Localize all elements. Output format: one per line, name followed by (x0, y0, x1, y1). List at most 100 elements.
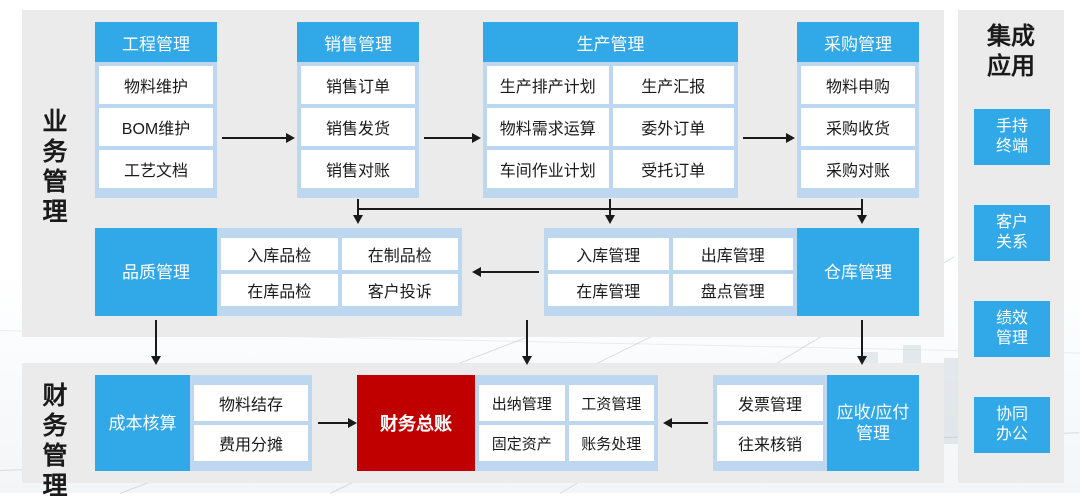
label-char: 理 (42, 198, 68, 226)
business-management-label: 业 务 管 理 (38, 107, 72, 227)
card-title: 品质管理 (95, 228, 217, 316)
card-title: 工程管理 (95, 22, 217, 62)
integration-title-line: 集成 (987, 23, 1035, 50)
arrow-right-icon (286, 133, 295, 143)
arrow-left-icon (663, 418, 672, 428)
label-char: 务 (42, 412, 68, 440)
card-title: 应收/应付 管理 (827, 375, 919, 471)
card-quality-management[interactable]: 品质管理 入库品检 在制品检 在库品检 客户投诉 (95, 228, 462, 316)
card-title: 成本核算 (95, 375, 190, 471)
module-item[interactable]: 车间作业计划 (487, 150, 609, 188)
card-receivable-payable-management[interactable]: 应收/应付 管理 发票管理 往来核销 (713, 375, 919, 471)
module-item[interactable]: 物料申购 (801, 66, 915, 104)
card-title-line: 管理 (855, 424, 890, 443)
integration-item-line: 绩效 (995, 310, 1028, 327)
integration-item-collaborative-office[interactable]: 协同 办公 (974, 397, 1050, 453)
connector-purchase-drop (861, 199, 863, 217)
card-sales-management[interactable]: 销售管理 销售订单 销售发货 销售对账 (297, 22, 419, 198)
integration-item-line: 办公 (995, 426, 1028, 443)
module-item[interactable]: 物料结存 (194, 385, 308, 421)
arrow-down-icon (151, 356, 161, 365)
card-engineering-management[interactable]: 工程管理 物料维护 BOM维护 工艺文档 (95, 22, 217, 198)
connector-sales-drop (357, 199, 359, 217)
module-item[interactable]: 客户投诉 (341, 274, 458, 306)
label-char: 理 (42, 472, 68, 500)
module-item[interactable]: 物料需求运算 (487, 108, 609, 146)
module-item[interactable]: 工资管理 (568, 385, 654, 421)
card-title: 财务总账 (380, 414, 452, 434)
module-item[interactable]: 账务处理 (568, 425, 654, 461)
card-title: 销售管理 (297, 22, 419, 62)
module-item[interactable]: 在制品检 (341, 238, 458, 270)
card-title: 生产管理 (483, 22, 738, 62)
card-general-ledger-items[interactable]: 出纳管理 工资管理 固定资产 账务处理 (475, 375, 658, 471)
label-char: 业 (42, 108, 68, 136)
arrow-right-icon (472, 133, 481, 143)
module-item[interactable]: 采购收货 (801, 108, 915, 146)
integration-item-line: 关系 (995, 234, 1028, 251)
module-item[interactable]: 工艺文档 (99, 150, 213, 188)
card-title: 采购管理 (797, 22, 919, 62)
arrow-down-icon (605, 215, 615, 224)
arrow-down-icon (522, 356, 532, 365)
integration-item-performance-management[interactable]: 绩效 管理 (974, 301, 1050, 357)
label-char: 管 (42, 168, 68, 196)
module-item[interactable]: 采购对账 (801, 150, 915, 188)
integration-item-line: 手持 (995, 118, 1028, 135)
label-char: 财 (42, 382, 68, 410)
connector-warehouse-to-ledger (526, 320, 528, 358)
module-item[interactable]: 生产汇报 (612, 66, 734, 104)
module-item[interactable]: 往来核销 (717, 425, 823, 461)
integration-item-customer-relations[interactable]: 客户 关系 (974, 205, 1050, 261)
connector-sales-to-production (424, 137, 472, 139)
integration-item-line: 协同 (995, 406, 1028, 423)
integration-item-line: 客户 (995, 214, 1028, 231)
module-item[interactable]: 物料维护 (99, 66, 213, 104)
card-warehouse-management[interactable]: 仓库管理 入库管理 出库管理 在库管理 盘点管理 (544, 228, 919, 316)
card-title-line: 应收/应付 (836, 403, 910, 422)
card-production-management[interactable]: 生产管理 生产排产计划 生产汇报 物料需求运算 委外订单 车间作业计划 受托订单 (483, 22, 738, 198)
module-item[interactable]: 在库品检 (221, 274, 338, 306)
connector-ar-to-ledger-items (672, 422, 708, 424)
arrow-right-icon (348, 418, 357, 428)
module-item[interactable]: 出库管理 (672, 238, 793, 270)
integration-item-line: 终端 (995, 138, 1028, 155)
module-item[interactable]: BOM维护 (99, 108, 213, 146)
connector-engineering-to-sales (222, 137, 286, 139)
connector-cost-to-ledger (318, 422, 348, 424)
module-item[interactable]: 生产排产计划 (487, 66, 609, 104)
card-cost-accounting[interactable]: 成本核算 物料结存 费用分摊 (95, 375, 312, 471)
module-item[interactable]: 出纳管理 (479, 385, 565, 421)
arrow-down-icon (857, 215, 867, 224)
module-item[interactable]: 受托订单 (612, 150, 734, 188)
module-item[interactable]: 委外订单 (612, 108, 734, 146)
connector-warehouse-to-ar (861, 320, 863, 358)
connector-quality-to-cost (155, 320, 157, 358)
integration-item-line: 管理 (995, 330, 1028, 347)
label-char: 管 (42, 442, 68, 470)
module-item[interactable]: 在库管理 (548, 274, 669, 306)
connector-production-to-purchase (743, 137, 786, 139)
arrow-down-icon (353, 215, 363, 224)
connector-production-drop (609, 199, 611, 217)
integration-item-handheld-terminal[interactable]: 手持 终端 (974, 109, 1050, 165)
module-item[interactable]: 销售对账 (301, 150, 415, 188)
integration-apps-title: 集成 应用 (958, 22, 1064, 82)
module-item[interactable]: 费用分摊 (194, 425, 308, 461)
connector-warehouse-to-quality (481, 271, 539, 273)
module-item[interactable]: 销售订单 (301, 66, 415, 104)
finance-management-label: 财 务 管 理 (38, 381, 72, 501)
integration-title-line: 应用 (987, 53, 1035, 80)
card-general-ledger[interactable]: 财务总账 (357, 375, 475, 471)
arrow-down-icon (857, 356, 867, 365)
module-item[interactable]: 固定资产 (479, 425, 565, 461)
card-title: 仓库管理 (797, 228, 919, 316)
module-item[interactable]: 发票管理 (717, 385, 823, 421)
module-item[interactable]: 入库管理 (548, 238, 669, 270)
module-item[interactable]: 入库品检 (221, 238, 338, 270)
label-char: 务 (42, 138, 68, 166)
card-purchase-management[interactable]: 采购管理 物料申购 采购收货 采购对账 (797, 22, 919, 198)
module-item[interactable]: 盘点管理 (672, 274, 793, 306)
module-item[interactable]: 销售发货 (301, 108, 415, 146)
arrow-right-icon (786, 133, 795, 143)
